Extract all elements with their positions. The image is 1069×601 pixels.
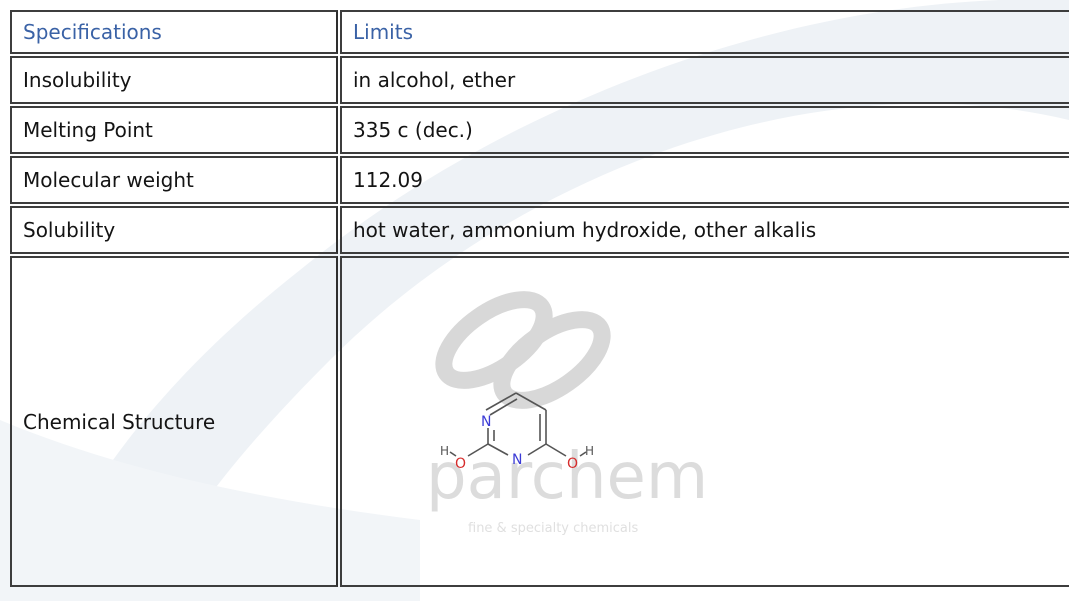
- header-limits: Limits: [340, 10, 1069, 54]
- molecule: [449, 392, 587, 457]
- atom-hydrogen: H: [585, 444, 594, 458]
- atom-hydrogen: H: [440, 444, 449, 458]
- header-specifications: Specifications: [10, 10, 338, 54]
- spec-label: Insolubility: [10, 56, 338, 104]
- atom-nitrogen: N: [481, 414, 491, 430]
- spec-label: Chemical Structure: [10, 256, 338, 587]
- spec-label: Solubility: [10, 206, 338, 254]
- watermark-tagline: fine & specialty chemicals: [468, 521, 638, 536]
- table-row-structure: Chemical Structure parchem fine & specia…: [10, 256, 1069, 587]
- table-row: Solubility hot water, ammonium hydroxide…: [10, 206, 1069, 254]
- atom-oxygen: O: [455, 456, 466, 472]
- spec-label: Molecular weight: [10, 156, 338, 204]
- watermark-brand: parchem: [426, 440, 708, 514]
- specifications-table: Specifications Limits Insolubility in al…: [8, 8, 1069, 589]
- parchem-watermark: parchem fine & specialty chemicals: [426, 291, 708, 536]
- table-row: Insolubility in alcohol, ether: [10, 56, 1069, 104]
- spec-value: hot water, ammonium hydroxide, other alk…: [340, 206, 1069, 254]
- spec-value: 112.09: [340, 156, 1069, 204]
- table-row: Melting Point 335 c (dec.): [10, 106, 1069, 154]
- structure-cell: parchem fine & specialty chemicals: [340, 256, 1069, 587]
- spec-label: Melting Point: [10, 106, 338, 154]
- atom-nitrogen: N: [512, 452, 522, 468]
- table-row: Molecular weight 112.09: [10, 156, 1069, 204]
- atom-labels: N N O O H H: [440, 414, 594, 472]
- atom-oxygen: O: [567, 456, 578, 472]
- spec-value: 335 c (dec.): [340, 106, 1069, 154]
- table-header-row: Specifications Limits: [10, 10, 1069, 54]
- spec-value: in alcohol, ether: [340, 56, 1069, 104]
- chemical-structure-image: parchem fine & specialty chemicals: [426, 291, 708, 536]
